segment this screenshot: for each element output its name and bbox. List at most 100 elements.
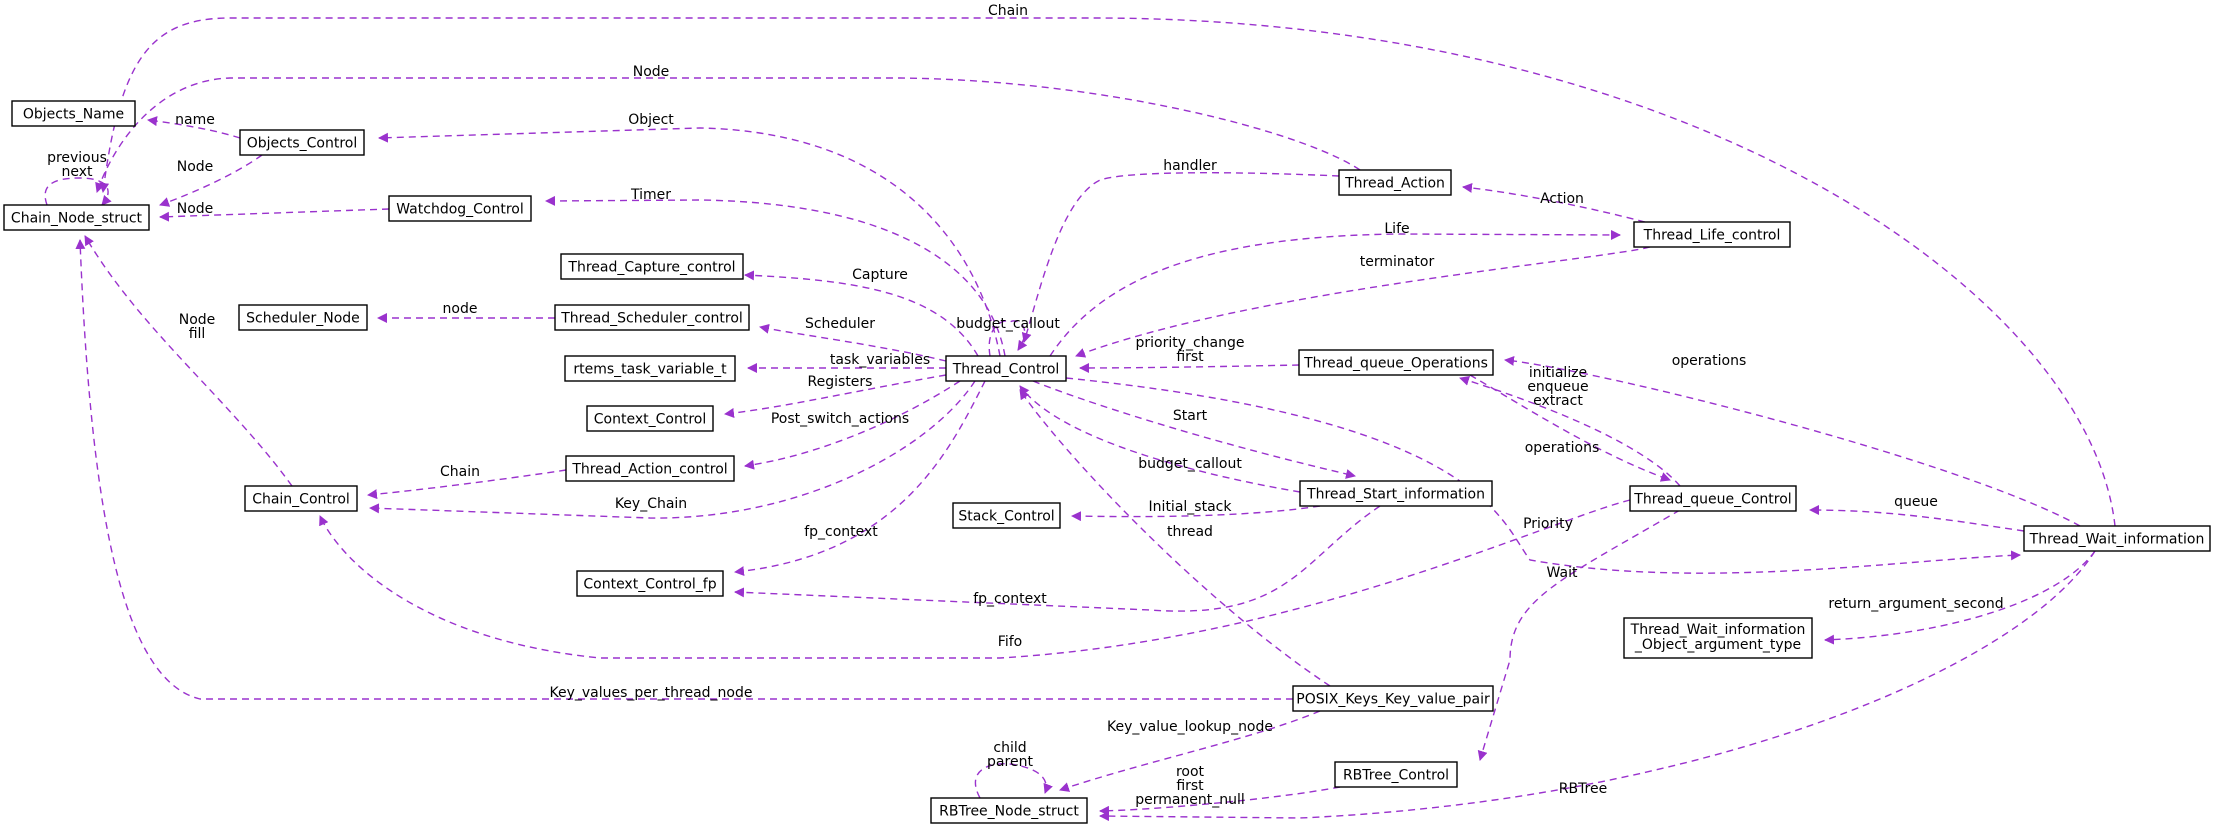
node-thread-wait-information-oat[interactable]: Thread_Wait_information_Object_argument_… bbox=[1623, 617, 1813, 659]
node-context-control-fp[interactable]: Context_Control_fp bbox=[576, 570, 724, 597]
node-chain-control[interactable]: Chain_Control bbox=[244, 485, 358, 512]
node-thread-queue-operations[interactable]: Thread_queue_Operations bbox=[1298, 349, 1494, 376]
node-scheduler-node[interactable]: Scheduler_Node bbox=[238, 304, 368, 331]
node-thread-control[interactable]: Thread_Control bbox=[945, 355, 1067, 382]
edge-label-queue: queue bbox=[1894, 494, 1938, 510]
edge-label-root-first: first bbox=[1176, 778, 1204, 794]
edge-fp-context-tsi bbox=[734, 505, 1381, 612]
edge-label-node-fill: fill bbox=[189, 326, 206, 342]
node-box bbox=[238, 304, 368, 331]
edge-label-node-sched: node bbox=[443, 301, 478, 317]
node-label: Chain_Node_struct bbox=[11, 211, 143, 227]
edge-label-kvln: Key_value_lookup_node bbox=[1107, 719, 1273, 735]
edge-label-fp-context-tsi: fp_context bbox=[973, 591, 1047, 607]
edge-label-key-chain: Key_Chain bbox=[615, 496, 687, 512]
edge-label-handler: handler bbox=[1163, 158, 1217, 174]
edge-label-operations-twi: operations bbox=[1672, 353, 1747, 369]
edge-ops-tqc bbox=[1459, 375, 1681, 487]
node-thread-wait-information[interactable]: Thread_Wait_information bbox=[2023, 525, 2211, 552]
edge-label-root-first: permanent_null bbox=[1135, 792, 1245, 808]
edge-label-ops-tqc: enqueue bbox=[1527, 379, 1588, 395]
edge-key-chain bbox=[369, 380, 976, 519]
edge-kvln bbox=[1059, 710, 1321, 792]
edge-label-timer: Timer bbox=[630, 187, 671, 203]
node-label: Thread_Action bbox=[1344, 176, 1445, 192]
node-rbtree-node-struct[interactable]: RBTree_Node_struct bbox=[930, 797, 1088, 824]
edge-label-node-watchdog: Node bbox=[177, 201, 214, 217]
edge-label-fifo: Fifo bbox=[998, 634, 1022, 650]
node-box bbox=[565, 455, 735, 482]
nodes-layer: Chain_Node_struct Objects_NameObjects_Con… bbox=[3, 100, 2211, 824]
edge-scheduler bbox=[759, 323, 947, 362]
edge-return-arg bbox=[1824, 550, 2096, 645]
edge-label-wait: Wait bbox=[1547, 565, 1578, 581]
edge-rbtree bbox=[1099, 550, 2096, 822]
node-thread-action-control[interactable]: Thread_Action_control bbox=[565, 455, 735, 482]
edge-label-fp-context-tc: fp_context bbox=[804, 524, 878, 540]
edge-name bbox=[147, 116, 241, 139]
node-thread-life-control[interactable]: Thread_Life_control bbox=[1633, 221, 1791, 248]
node-thread-action[interactable]: Thread_Action bbox=[1338, 169, 1452, 196]
node-box bbox=[930, 797, 1088, 824]
node-thread-queue-control[interactable]: Thread_queue_Control bbox=[1629, 485, 1797, 512]
node-box bbox=[2023, 525, 2211, 552]
node-label: _Object_argument_type bbox=[1634, 637, 1801, 653]
edge-label-node-fill: Node bbox=[179, 312, 216, 328]
node-label: Thread_Control bbox=[952, 362, 1060, 378]
node-thread-start-information[interactable]: Thread_Start_information bbox=[1299, 480, 1493, 507]
edge-initial-stack bbox=[1071, 505, 1321, 522]
node-box bbox=[1292, 685, 1494, 712]
edge-label-ops-tqc: initialize bbox=[1529, 365, 1587, 381]
node-label: Thread_Scheduler_control bbox=[560, 311, 743, 327]
edge-label-child-parent: child bbox=[993, 740, 1026, 756]
node-label: Thread_Capture_control bbox=[567, 260, 735, 276]
edge-label-name: name bbox=[175, 112, 215, 128]
node-box bbox=[554, 304, 750, 331]
edge-budget-callout-tsi bbox=[1019, 385, 1301, 493]
node-box bbox=[1629, 485, 1797, 512]
edge-label-capture: Capture bbox=[852, 267, 908, 283]
node-box bbox=[560, 253, 744, 280]
edge-capture bbox=[744, 270, 979, 357]
node-box bbox=[388, 195, 532, 222]
node-posix-keys-key-value-pair[interactable]: POSIX_Keys_Key_value_pair bbox=[1292, 685, 1494, 712]
node-objects-name[interactable]: Objects_Name bbox=[11, 100, 136, 127]
edge-label-post-switch: Post_switch_actions bbox=[771, 411, 909, 427]
node-box bbox=[1623, 617, 1813, 659]
node-rtems-task-variable-t[interactable]: rtems_task_variable_t bbox=[564, 355, 736, 382]
edge-root-first bbox=[1099, 786, 1341, 816]
edge-registers bbox=[724, 374, 947, 418]
edge-label-root-first: root bbox=[1176, 764, 1205, 780]
edge-node-action bbox=[95, 77, 1361, 193]
edge-label-rbtree: RBTree bbox=[1559, 781, 1608, 797]
node-box bbox=[1298, 349, 1494, 376]
node-label: Thread_Wait_information bbox=[1630, 622, 1806, 638]
node-label: Thread_Action_control bbox=[571, 462, 727, 478]
edge-label-node-action: Node bbox=[633, 64, 670, 80]
edge-label-life: Life bbox=[1384, 221, 1409, 237]
edge-label-budget-callout-tsi: budget_callout bbox=[1138, 456, 1242, 472]
node-box bbox=[3, 204, 150, 231]
edge-kvptn bbox=[75, 239, 1293, 700]
edge-node-fill bbox=[84, 235, 293, 487]
edge-label-ops-tqc: extract bbox=[1533, 393, 1583, 409]
node-chain-node-struct[interactable]: Chain_Node_struct bbox=[3, 204, 150, 231]
edge-prev-next bbox=[44, 177, 112, 206]
node-context-control[interactable]: Context_Control bbox=[586, 405, 714, 432]
node-rbtree-control[interactable]: RBTree_Control bbox=[1334, 761, 1458, 788]
node-stack-control[interactable]: Stack_Control bbox=[952, 502, 1061, 529]
edge-label-operations-tqc: operations bbox=[1525, 440, 1600, 456]
edge-priority-change bbox=[1079, 362, 1300, 373]
node-thread-scheduler-control[interactable]: Thread_Scheduler_control bbox=[554, 304, 750, 331]
node-thread-capture-control[interactable]: Thread_Capture_control bbox=[560, 253, 744, 280]
edge-priority bbox=[1477, 509, 1681, 761]
edge-terminator bbox=[1075, 246, 1651, 358]
node-objects-control[interactable]: Objects_Control bbox=[239, 129, 365, 156]
edge-operations-tqc bbox=[1469, 374, 1671, 482]
edge-fp-context-tc bbox=[734, 380, 986, 577]
edge-child-parent bbox=[974, 763, 1053, 799]
node-watchdog-control[interactable]: Watchdog_Control bbox=[388, 195, 532, 222]
node-box bbox=[1633, 221, 1791, 248]
